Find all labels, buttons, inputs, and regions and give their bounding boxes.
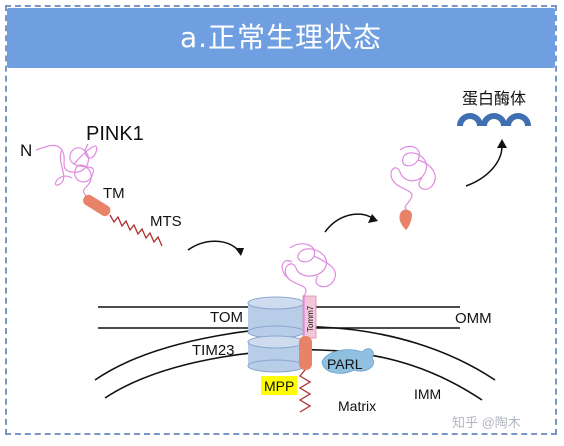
cleaved-pink1-coil xyxy=(390,145,436,211)
mts-zigzag-matrix xyxy=(298,369,312,413)
mts-zigzag xyxy=(109,214,163,247)
matrix-label: Matrix xyxy=(338,398,376,414)
page-title: a.正常生理状态 xyxy=(179,21,383,54)
release-arrowhead xyxy=(368,214,378,223)
header-banner: a.正常生理状态 xyxy=(7,8,555,68)
n-terminus-label: N xyxy=(20,141,32,160)
pink1-coil-imported xyxy=(281,243,336,297)
imm-outer-curve xyxy=(94,325,496,381)
omm-label: OMM xyxy=(455,310,492,327)
release-arrow xyxy=(324,213,373,233)
mpp-label: MPP xyxy=(264,378,294,394)
watermark-text: 知乎 @陶木 xyxy=(452,415,521,430)
degradation-arrowhead xyxy=(497,139,507,148)
pink1-coil xyxy=(35,143,98,197)
tom-channel xyxy=(247,296,305,339)
pink1-label: PINK1 xyxy=(86,123,144,145)
parl-enzyme xyxy=(321,348,374,374)
proteasome-icon xyxy=(457,113,531,127)
tm-segment-cytosol xyxy=(82,194,111,217)
import-arrow xyxy=(187,240,241,253)
tim23-channel xyxy=(247,335,305,373)
import-arrowhead xyxy=(235,248,244,256)
tom-label: TOM xyxy=(210,309,243,326)
tim23-label: TIM23 xyxy=(192,342,235,359)
proteasome-label: 蛋白酶体 xyxy=(462,90,526,108)
mpp-highlight xyxy=(261,376,297,395)
imm-inner-curve xyxy=(104,348,483,401)
tomm7-label: Tomm7 xyxy=(306,305,315,332)
tm-segment-membrane xyxy=(299,336,312,370)
parl-label: PARL xyxy=(327,356,363,372)
imm-label: IMM xyxy=(414,386,441,402)
mts-label: MTS xyxy=(150,213,182,230)
cleaved-tm-fragment xyxy=(399,209,412,230)
degradation-arrow xyxy=(465,145,503,187)
tm-label: TM xyxy=(103,185,125,202)
diagram-frame xyxy=(5,5,557,435)
